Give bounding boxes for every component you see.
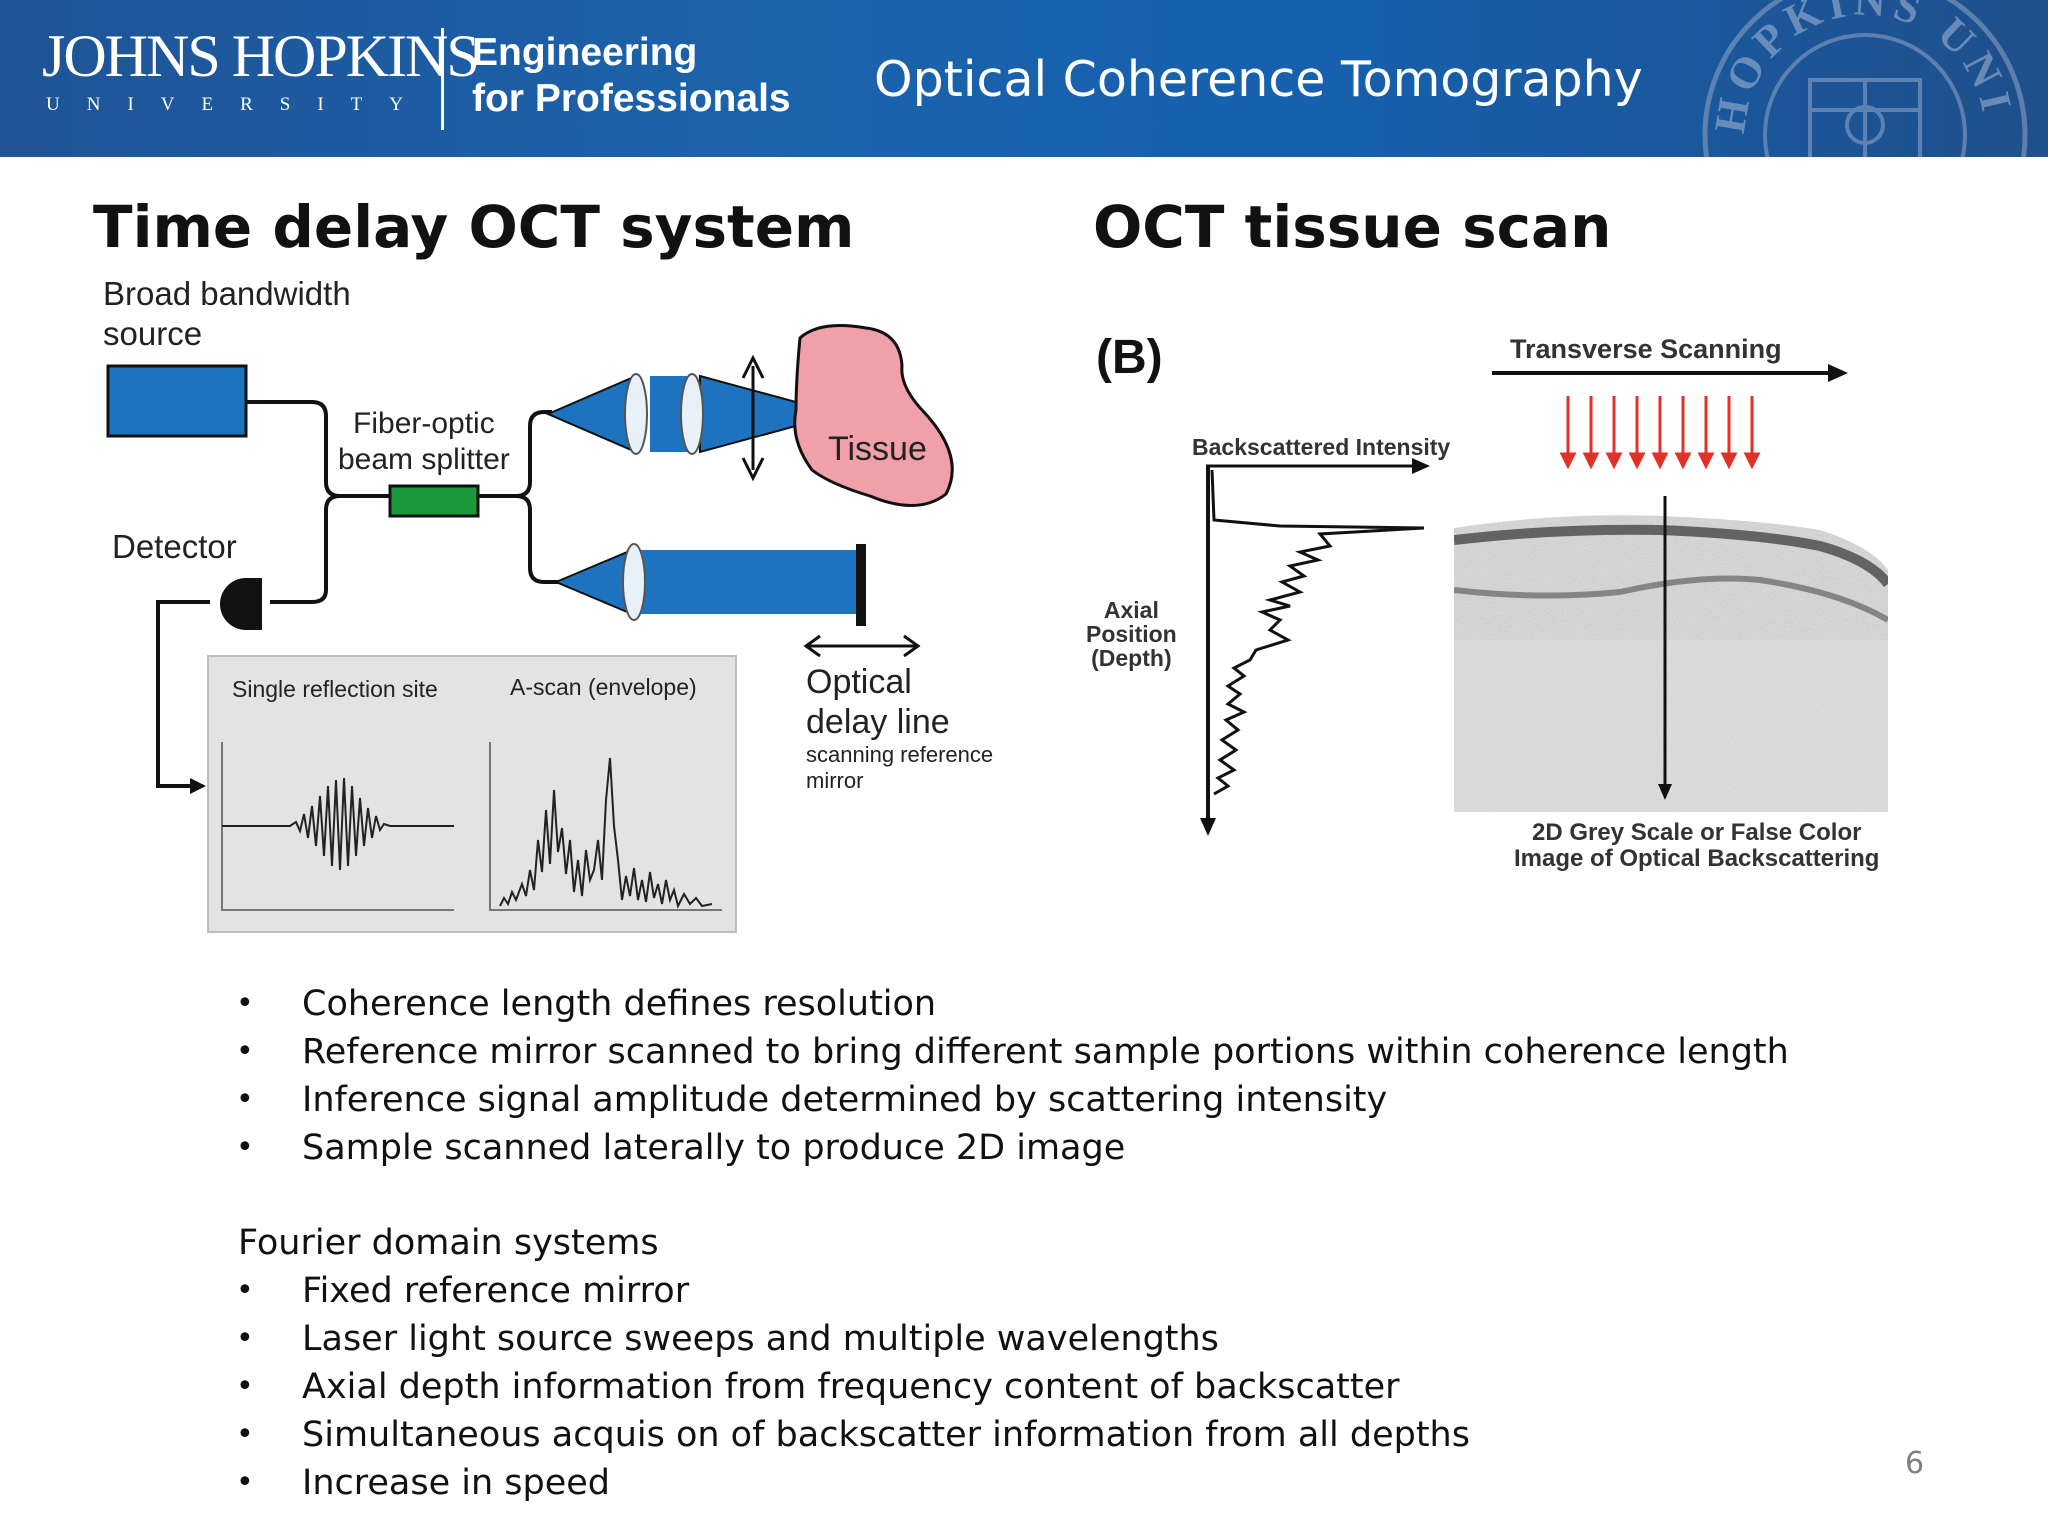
axial-arrow-head [1200, 818, 1216, 836]
slide-title: Optical Coherence Tomography [874, 51, 1643, 108]
program-line-1: Engineering [472, 31, 698, 74]
source-label-line2: source [103, 315, 203, 352]
detector-arrow [190, 778, 206, 794]
lens-1 [624, 373, 648, 455]
oct-system-diagram [106, 324, 954, 933]
bullet-item: Sample scanned laterally to produce 2D i… [302, 1128, 1126, 1168]
image-caption: 2D Grey Scale or False Color Image of Op… [1514, 820, 1879, 872]
delay-line-label: Optical delay line [806, 662, 950, 742]
scan-arrow-down [741, 457, 765, 482]
transverse-label: Transverse Scanning [1510, 334, 1782, 364]
delay-arrow-right [903, 634, 921, 658]
reference-mirror [856, 544, 866, 626]
jhu-logo: JOHNS HOPKINS UNIVERSITY [42, 23, 480, 116]
program-line-2: for Professionals [472, 77, 791, 120]
source-label-line1: Broad bandwidth [103, 275, 351, 312]
bullet-marker: • [236, 1130, 254, 1165]
tissue-shape [793, 324, 954, 507]
bullet-item: Laser light source sweeps and multiple w… [302, 1319, 1219, 1359]
splitter-label-line2: beam splitter [338, 443, 510, 476]
image-caption-line2: Image of Optical Backscattering [1514, 845, 1880, 872]
left-section-title: Time delay OCT system [93, 193, 855, 261]
backscattered-label: Backscattered Intensity [1192, 434, 1451, 460]
scan-arrow-up [741, 354, 765, 379]
lens-3 [622, 543, 646, 621]
delay-sub-label: scanning reference mirror [806, 742, 993, 794]
oct-tissue-scan-figure [1200, 364, 1888, 836]
bullet-item: Inference signal amplitude determined by… [302, 1080, 1388, 1120]
delay-line-label-line1: Optical [806, 663, 912, 701]
page-number: 6 [1905, 1446, 1925, 1481]
intensity-arrow-head [1412, 458, 1430, 474]
axial-label: Axial Position (Depth) [1086, 598, 1177, 670]
source-label: Broad bandwidth source [103, 274, 351, 354]
bullet-marker: • [236, 986, 254, 1021]
bullet-item: Simultaneous acquis on of backscatter in… [302, 1415, 1470, 1455]
transverse-arrow-head [1828, 364, 1848, 382]
source-box [106, 364, 248, 438]
bullet-marker: • [236, 1034, 254, 1069]
bullet-marker: • [236, 1369, 254, 1404]
splitter-label: Fiber-optic beam splitter [338, 406, 510, 478]
image-caption-line1: 2D Grey Scale or False Color [1531, 819, 1862, 846]
logo-university: UNIVERSITY [46, 94, 430, 115]
bullet-item: Axial depth information from frequency c… [302, 1367, 1400, 1407]
axial-label-line3: (Depth) [1091, 645, 1172, 671]
bullet-marker: • [236, 1273, 254, 1308]
interference-waveform [222, 777, 454, 871]
axial-label-line2: Position [1086, 621, 1177, 647]
splitter-label-line1: Fiber-optic [353, 407, 495, 440]
detector-label: Detector [112, 528, 237, 565]
detector-shape [220, 578, 262, 630]
header-banner: JOHNS HOPKINS UNIVERSITY Engineering for… [0, 0, 2048, 157]
bullet-item: Coherence length defines resolution [302, 984, 937, 1024]
axial-label-line1: Axial [1103, 597, 1159, 623]
lens-2 [680, 373, 704, 455]
splitter-box [388, 484, 480, 518]
intensity-profile [1210, 469, 1425, 796]
logo-name: JOHNS HOPKINS [42, 23, 480, 89]
tissue-label: Tissue [828, 430, 927, 468]
bullet-item: Increase in speed [302, 1463, 611, 1503]
single-reflection-label: Single reflection site [232, 676, 438, 702]
bullet-marker: • [236, 1321, 254, 1356]
delay-line-label-line2: delay line [806, 703, 950, 741]
delay-sub-label-line2: mirror [806, 768, 864, 793]
reference-beam [640, 550, 862, 614]
ascan-label: A-scan (envelope) [510, 674, 697, 700]
ascan-envelope [499, 757, 713, 909]
bullet-item: Fixed reference mirror [302, 1271, 690, 1311]
delay-arrow-left [803, 634, 821, 658]
depth-scan-arrow [1658, 784, 1672, 800]
fiber-lines [156, 400, 560, 788]
program-name: Engineering for Professionals [472, 30, 791, 122]
right-section-title: OCT tissue scan [1093, 193, 1612, 261]
bullet-marker: • [236, 1082, 254, 1117]
banner-divider [441, 28, 444, 130]
delay-sub-label-line1: scanning reference [806, 742, 994, 767]
university-seal-icon: HOPKINS UNIVERSITY [1700, 0, 2028, 157]
fourier-heading: Fourier domain systems [238, 1223, 659, 1263]
bullet-marker: • [236, 1465, 254, 1500]
bullet-item: Reference mirror scanned to bring differ… [302, 1032, 1789, 1072]
oct-grayscale-image [1454, 515, 1888, 812]
panel-label: (B) [1096, 331, 1163, 384]
red-scan-arrows [1559, 396, 1761, 470]
bullet-marker: • [236, 1417, 254, 1452]
